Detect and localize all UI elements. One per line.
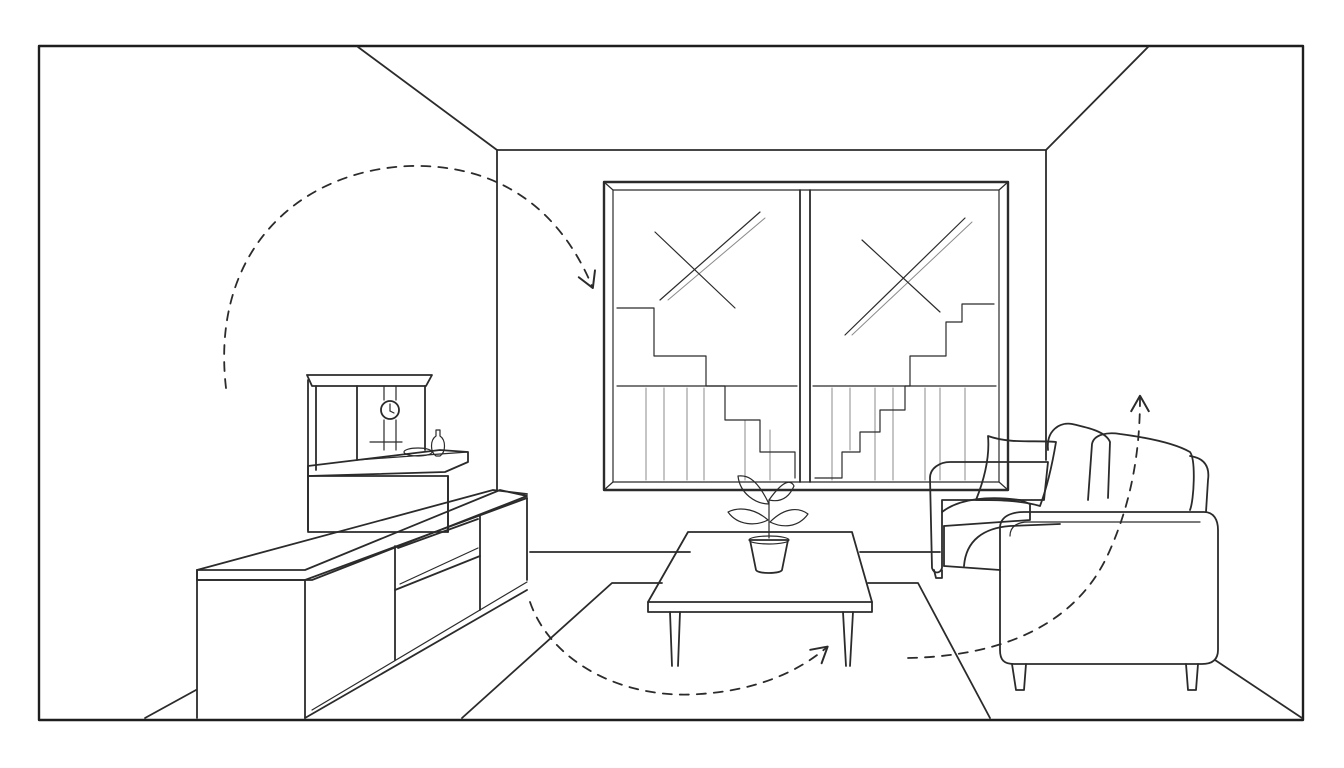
window-blinds-left [645,387,771,481]
coffee-table [647,531,873,667]
arrow-top-left [223,165,596,389]
arrow-bottom-center [529,601,829,696]
window [602,180,1010,492]
display-shelf [306,374,469,533]
floor-rug [461,582,991,719]
sofa [929,422,1219,691]
outer-frame [37,44,1305,722]
sideboard-cabinet [196,489,528,719]
window-blinds-right [831,387,966,481]
clock-icon [380,385,400,451]
dashed-arrow-icon [223,165,1150,696]
room-walls [144,46,1303,719]
arrow-bottom-right [907,394,1150,659]
plant-icon [727,475,809,574]
